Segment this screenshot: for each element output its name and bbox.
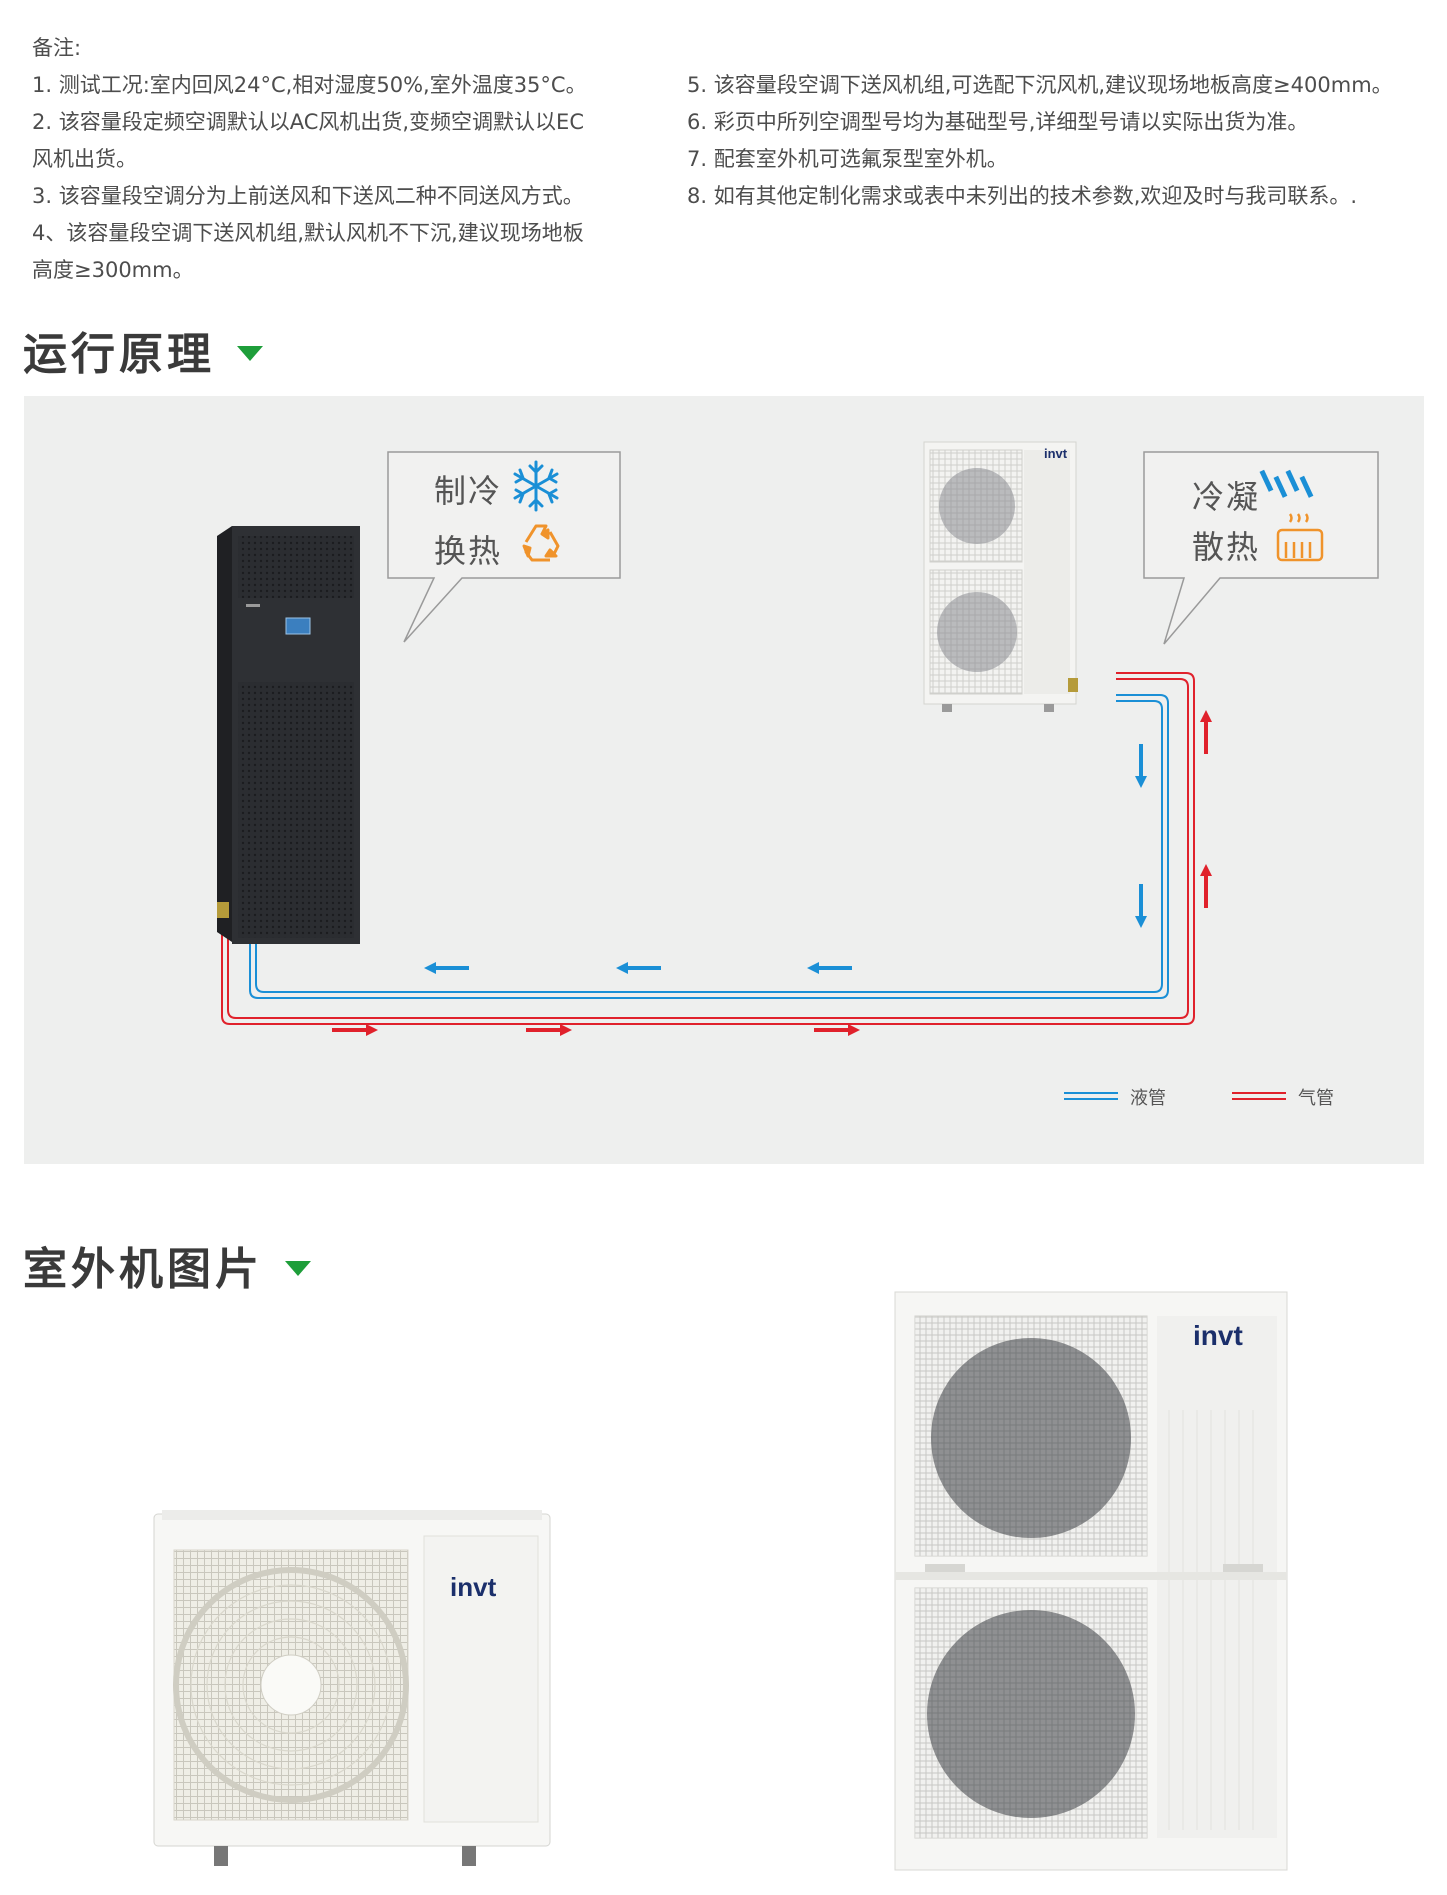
outdoor-unit-photo-double-fan: invt bbox=[893, 1290, 1289, 1878]
legend-gas-label: 气管 bbox=[1298, 1088, 1334, 1109]
section-title-text: 室外机图片 bbox=[23, 1244, 263, 1295]
triangle-down-icon bbox=[237, 345, 263, 361]
legend-liquid-label: 液管 bbox=[1130, 1088, 1166, 1109]
outdoor-unit-diagram bbox=[923, 441, 1078, 712]
diagram-drawing: invt bbox=[217, 441, 1379, 1100]
condense-icon bbox=[1259, 469, 1314, 498]
callout-label-cooling: 制冷 bbox=[434, 472, 503, 510]
snowflake-icon bbox=[513, 460, 559, 512]
brand-logo: invt bbox=[450, 1572, 497, 1602]
note-line: 高度≥300mm。 bbox=[32, 258, 194, 282]
principle-diagram: invt 制冷 换热 冷凝 散热 液管 气管 bbox=[24, 396, 1424, 1164]
note-line: 5. 该容量段空调下送风机组,可选配下沉风机,建议现场地板高度≥400mm。 bbox=[687, 73, 1393, 97]
triangle-down-icon bbox=[285, 1260, 311, 1276]
brand-logo-small: invt bbox=[1044, 446, 1068, 461]
liquid-flow-arrows bbox=[424, 744, 1147, 974]
gas-pipe bbox=[221, 672, 1195, 1025]
outdoor-callout bbox=[1143, 451, 1379, 645]
legend-liquid-swatch bbox=[1064, 1092, 1118, 1100]
note-line: 风机出货。 bbox=[32, 147, 137, 171]
notes-right-column: 5. 该容量段空调下送风机组,可选配下沉风机,建议现场地板高度≥400mm。 6… bbox=[687, 67, 1447, 215]
note-line: 8. 如有其他定制化需求或表中未列出的技术参数,欢迎及时与我司联系。. bbox=[687, 184, 1358, 208]
callout-label-exchange: 换热 bbox=[434, 532, 503, 570]
indoor-callout bbox=[387, 451, 621, 643]
callout-label-dissipate: 散热 bbox=[1192, 528, 1261, 566]
section-title-outdoor: 室外机图片 bbox=[23, 1233, 311, 1297]
section-title-text: 运行原理 bbox=[23, 329, 215, 380]
note-line: 1. 测试工况:室内回风24°C,相对湿度50%,室外温度35°C。 bbox=[32, 73, 587, 97]
outdoor-unit-photo-single-fan: invt bbox=[152, 1506, 552, 1878]
section-title-principle: 运行原理 bbox=[23, 318, 263, 382]
notes-heading: 备注: bbox=[32, 36, 82, 60]
note-line: 7. 配套室外机可选氟泵型室外机。 bbox=[687, 147, 1008, 171]
heat-icon bbox=[1276, 513, 1324, 562]
legend-gas-swatch bbox=[1232, 1092, 1286, 1100]
note-line: 3. 该容量段空调分为上前送风和下送风二种不同送风方式。 bbox=[32, 184, 584, 208]
brand-logo: invt bbox=[1193, 1320, 1243, 1351]
note-line: 4、该容量段空调下送风机组,默认风机不下沉,建议现场地板 bbox=[32, 221, 584, 245]
liquid-pipe bbox=[249, 694, 1169, 999]
notes-left-column: 1. 测试工况:室内回风24°C,相对湿度50%,室外温度35°C。 2. 该容… bbox=[32, 67, 632, 289]
indoor-unit bbox=[217, 526, 360, 944]
gas-flow-arrows bbox=[332, 710, 1212, 1036]
callout-label-condense: 冷凝 bbox=[1192, 478, 1261, 516]
note-line: 2. 该容量段定频空调默认以AC风机出货,变频空调默认以EC bbox=[32, 110, 584, 134]
note-line: 6. 彩页中所列空调型号均为基础型号,详细型号请以实际出货为准。 bbox=[687, 110, 1309, 134]
recycle-icon bbox=[522, 524, 560, 562]
